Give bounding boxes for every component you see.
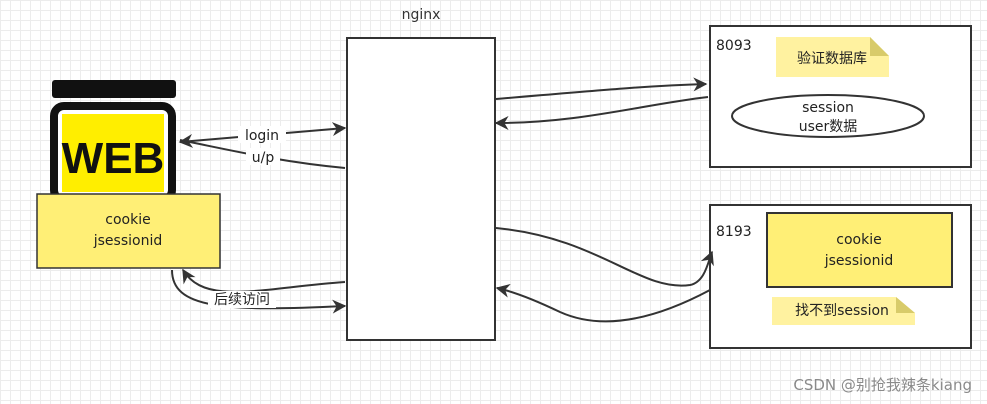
- client-cookie-line2: jsessionid: [93, 233, 163, 249]
- server-cookie-line2: jsessionid: [824, 253, 894, 269]
- client-cookie-box: [36, 193, 221, 269]
- session-line1: session: [802, 100, 854, 116]
- server-8093-note-text: 验证数据库: [797, 51, 867, 67]
- csdn-watermark: CSDN @别抢我辣条kiang: [793, 376, 972, 394]
- up-label-bg: [246, 148, 280, 165]
- 8093-to-nginx-arrow: [494, 96, 709, 130]
- server-8093-note-fold: [870, 37, 889, 56]
- server-8193-port: 8193: [716, 224, 752, 240]
- nginx-to-8093-arrow: [495, 77, 708, 100]
- server-cookie-line1: cookie: [836, 232, 881, 248]
- server-cookie-box: [766, 212, 953, 288]
- nginx-label: nginx: [402, 7, 441, 23]
- 8193-to-nginx-arrow: [495, 283, 711, 323]
- session-line2: user数据: [799, 119, 858, 135]
- server-8193-note: [772, 297, 915, 325]
- session-ellipse: [731, 94, 925, 138]
- server-8193-note-text: 找不到session: [795, 303, 889, 319]
- nginx-to-8193-arrow: [495, 227, 714, 287]
- up-label: u/p: [252, 150, 275, 166]
- login-label: login: [245, 128, 279, 144]
- server-8093-port: 8093: [716, 38, 752, 54]
- subsequent-response-arrow: [182, 268, 346, 293]
- client-cookie-line1: cookie: [105, 212, 150, 228]
- subsequent-label: 后续访问: [214, 291, 270, 308]
- web-logo-text: WEB: [62, 134, 165, 183]
- login-label-bg: [238, 126, 286, 143]
- subsequent-label-bg: [208, 291, 276, 308]
- web-browser-icon: WEB: [50, 80, 176, 204]
- server-8193-note-fold: [896, 297, 915, 313]
- server-8093-note: [776, 37, 889, 77]
- nginx-box: [346, 37, 496, 341]
